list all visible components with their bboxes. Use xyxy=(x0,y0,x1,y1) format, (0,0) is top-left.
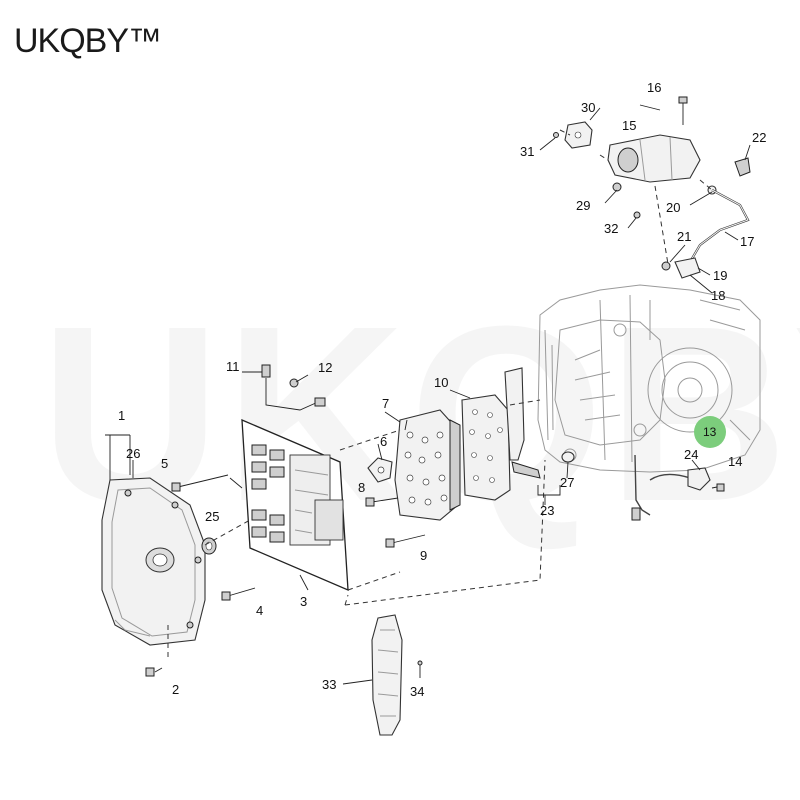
callout-30: 30 xyxy=(581,100,595,115)
callout-21: 21 xyxy=(677,229,691,244)
bolt-part-5 xyxy=(171,474,229,492)
bolt-part-8 xyxy=(365,497,399,507)
callout-1: 1 xyxy=(118,408,125,423)
callout-25: 25 xyxy=(205,509,219,524)
callout-10: 10 xyxy=(434,375,448,390)
bolt-part-14 xyxy=(711,483,725,492)
callout-33: 33 xyxy=(322,677,336,692)
callout-15: 15 xyxy=(622,118,636,133)
callout-29: 29 xyxy=(576,198,590,213)
fitting-part-22 xyxy=(734,157,751,177)
callout-2: 2 xyxy=(172,682,179,697)
bolt-part-4 xyxy=(221,587,256,601)
callout-27: 27 xyxy=(560,475,574,490)
bolt-part-2 xyxy=(145,667,163,677)
brand-logo-text: UKQBY™ xyxy=(14,22,162,60)
callout-11: 11 xyxy=(226,359,240,374)
actuator-part-15 xyxy=(607,134,701,183)
valve-body-part-7 xyxy=(394,409,461,521)
callout-labels: 1 2 3 4 5 6 7 8 9 10 11 12 13 14 15 16 1… xyxy=(118,80,766,699)
callout-34: 34 xyxy=(410,684,424,699)
seal-part-25 xyxy=(201,537,217,555)
callout-4: 4 xyxy=(256,603,263,618)
callout-leaders xyxy=(105,104,751,685)
solenoid-array xyxy=(251,444,285,543)
screw-part-16 xyxy=(678,96,688,125)
screw-part-29 xyxy=(612,182,622,192)
cooler-line-part-17 xyxy=(689,189,750,263)
wiring-harness-part-11 xyxy=(261,364,326,411)
callout-14: 14 xyxy=(728,454,742,469)
callout-23: 23 xyxy=(540,503,554,518)
callout-18: 18 xyxy=(711,288,725,303)
bolt-part-12 xyxy=(289,378,299,388)
callout-6: 6 xyxy=(380,434,387,449)
callout-16: 16 xyxy=(647,80,661,95)
highlight-marker-13 xyxy=(694,416,726,448)
callout-19: 19 xyxy=(713,268,727,283)
callout-31: 31 xyxy=(520,144,534,159)
side-cover-part-1 xyxy=(101,477,206,646)
channel-plate-part-33 xyxy=(371,614,403,736)
callout-12: 12 xyxy=(318,360,332,375)
callout-24: 24 xyxy=(684,447,698,462)
callout-26: 26 xyxy=(126,446,140,461)
callout-8: 8 xyxy=(358,480,365,495)
callout-5: 5 xyxy=(161,456,168,471)
bolt-part-9 xyxy=(385,534,426,548)
pin-part-34 xyxy=(417,660,423,678)
callout-7: 7 xyxy=(382,396,389,411)
callout-3: 3 xyxy=(300,594,307,609)
seal-part-21 xyxy=(661,261,671,271)
control-module-part-3 xyxy=(241,418,349,592)
fitting-part-19 xyxy=(674,257,701,279)
screw-part-31 xyxy=(553,132,559,138)
bracket-part-6 xyxy=(367,457,393,483)
transmission-case xyxy=(537,284,761,473)
callout-9: 9 xyxy=(420,548,427,563)
callout-17: 17 xyxy=(740,234,754,249)
callout-13: 13 xyxy=(703,425,717,439)
sensor-part-30 xyxy=(564,121,593,149)
speed-sensor-part-13 xyxy=(631,454,711,521)
manual-shaft-part xyxy=(504,367,575,479)
callout-22: 22 xyxy=(752,130,766,145)
callout-20: 20 xyxy=(666,200,680,215)
screw-part-32 xyxy=(633,211,641,219)
callout-32: 32 xyxy=(604,221,618,236)
assembly-guide-lines xyxy=(167,129,713,660)
separator-plate-part-10 xyxy=(461,394,511,501)
